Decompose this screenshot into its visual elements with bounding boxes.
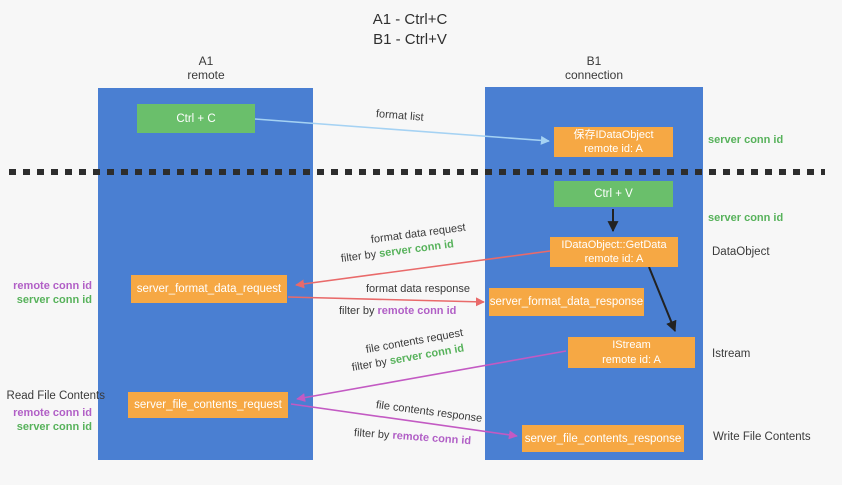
left-server-conn-id-2: server conn id: [16, 421, 92, 433]
left-remote-conn-id-2: remote conn id: [13, 407, 92, 419]
right-column-header: B1 connection: [565, 54, 623, 83]
node-save-idataobject: 保存IDataObject remote id: A: [554, 127, 673, 157]
edge-label-format-data-response: format data response: [366, 283, 470, 295]
left-column-role: remote: [187, 68, 225, 83]
right-server-conn-id-mid: server conn id: [708, 212, 784, 224]
node-server-format-data-response-label: server_format_data_response: [489, 296, 644, 308]
left-label-read-file-contents: Read File Contents: [6, 390, 105, 402]
node-server-file-contents-request-label: server_file_contents_request: [134, 399, 282, 411]
node-ctrl-c: Ctrl + C: [137, 104, 255, 133]
node-idataobject-getdata: IDataObject::GetData remote id: A: [550, 237, 678, 267]
node-ctrl-v-label: Ctrl + V: [594, 188, 633, 200]
filter-by-text: filter by: [350, 355, 391, 374]
filter-by-text: filter by: [340, 248, 380, 265]
filter-by-text: filter by: [339, 305, 378, 317]
node-getdata-line1: IDataObject::GetData: [561, 238, 667, 251]
left-column-name: A1: [198, 54, 214, 68]
right-server-conn-id-top: server conn id: [708, 134, 784, 146]
edge-label-file-contents-response: file contents response: [375, 399, 483, 425]
phase-separator-dashed-line: [9, 169, 825, 175]
right-label-dataobject: DataObject: [712, 246, 770, 258]
title-line-1: A1 - Ctrl+C: [372, 11, 448, 28]
node-server-file-contents-request: server_file_contents_request: [128, 392, 288, 418]
node-save-idataobject-line1: 保存IDataObject: [573, 128, 654, 141]
left-conn-id-block-1: remote conn id server conn id: [0, 279, 92, 307]
node-server-file-contents-response-label: server_file_contents_response: [524, 432, 682, 445]
node-istream-line2: remote id: A: [602, 353, 661, 366]
edge-label-filter-file-response: filter by remote conn id: [354, 427, 472, 447]
node-server-format-data-request: server_format_data_request: [131, 275, 287, 303]
right-label-istream: Istream: [712, 348, 751, 360]
node-server-file-contents-response: server_file_contents_response: [522, 425, 684, 452]
node-server-format-data-response: server_format_data_response: [489, 288, 644, 316]
diagram-title: A1 - Ctrl+C B1 - Ctrl+V: [373, 10, 448, 51]
left-server-conn-id-1: server conn id: [16, 294, 92, 306]
filter-by-text: filter by: [353, 427, 393, 442]
node-ctrl-c-label: Ctrl + C: [176, 112, 216, 125]
right-column-role: connection: [564, 68, 624, 83]
format-data-response-arrow: [287, 296, 485, 307]
edge-label-format-list: format list: [375, 108, 425, 124]
edge-label-filter-format-response: filter by remote conn id: [339, 305, 456, 317]
left-column-header: A1 remote: [187, 54, 224, 83]
node-getdata-line2: remote id: A: [584, 253, 644, 265]
left-conn-id-block-2: remote conn id server conn id: [0, 406, 92, 434]
remote-conn-id-text: remote conn id: [392, 429, 472, 448]
left-remote-conn-id-1: remote conn id: [13, 280, 92, 292]
right-label-write-file-contents: Write File Contents: [713, 431, 811, 443]
right-column-name: B1: [586, 54, 602, 68]
node-istream-line1: IStream: [612, 339, 651, 352]
node-save-idataobject-line2: remote id: A: [584, 143, 643, 155]
node-ctrl-v: Ctrl + V: [554, 181, 673, 207]
node-istream: IStream remote id: A: [568, 337, 695, 368]
title-line-2: B1 - Ctrl+V: [373, 31, 447, 49]
node-server-format-data-request-label: server_format_data_request: [136, 283, 282, 295]
remote-conn-id-text: remote conn id: [377, 305, 457, 317]
